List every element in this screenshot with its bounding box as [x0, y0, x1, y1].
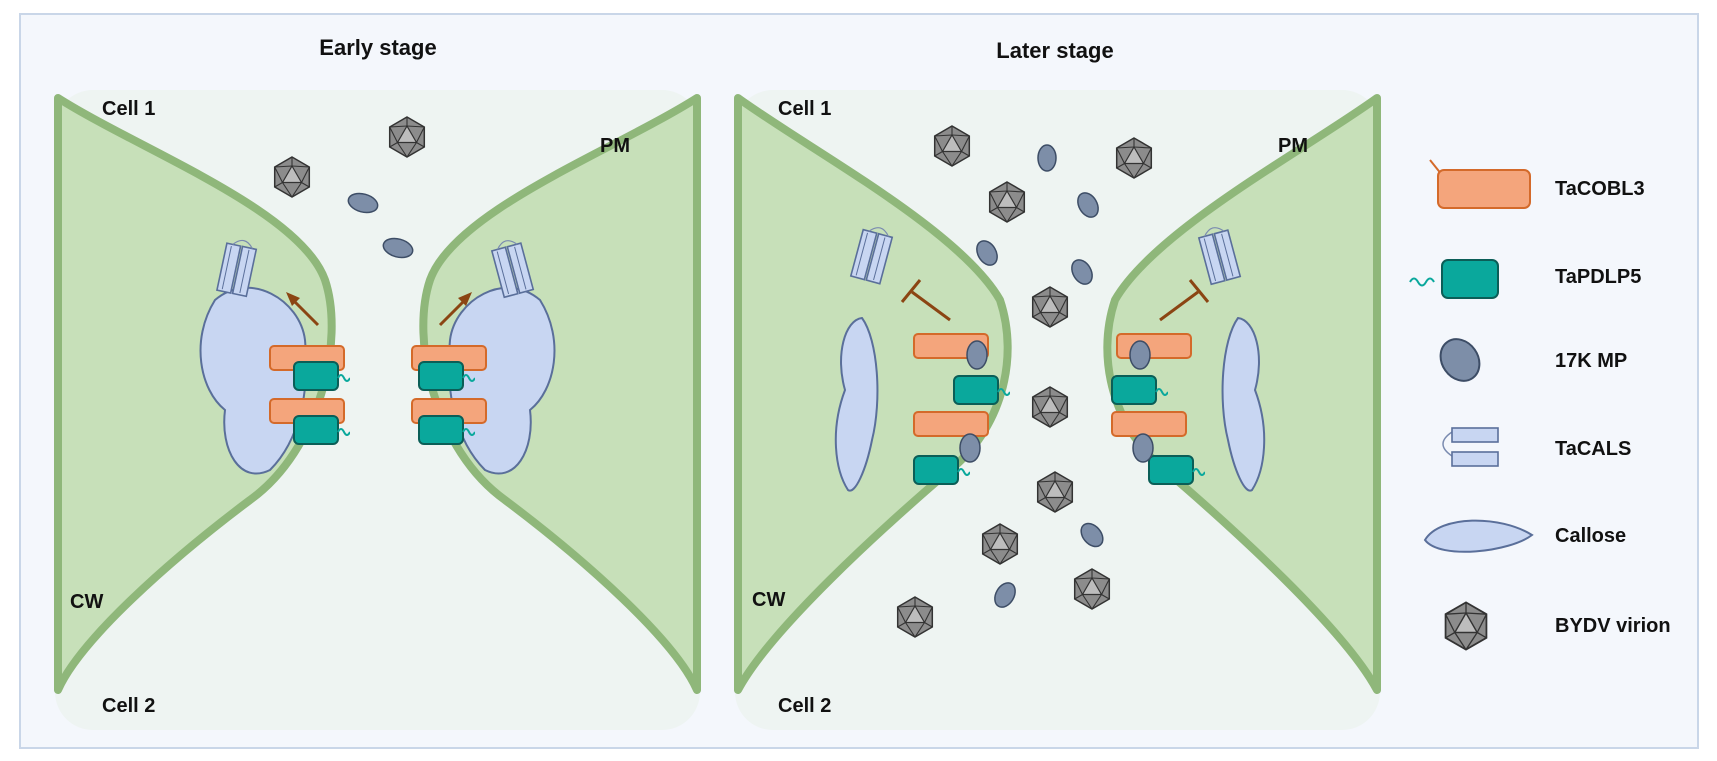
17k-mp-icon — [1439, 338, 1481, 382]
tapdlp5-icon-tail — [1409, 277, 1435, 287]
later-pm-label: PM — [1278, 135, 1308, 157]
early-stage-title: Early stage — [319, 35, 436, 60]
legend-item-17k-mp: 17K MP — [1439, 338, 1627, 382]
early-callose-left — [199, 286, 308, 475]
legend-item-tacobl3: TaCOBL3 — [1429, 159, 1645, 209]
tacals-icon-lower — [1451, 451, 1499, 467]
early-arrow-right — [438, 298, 467, 327]
legend-item-bydv-virion: BYDV virion — [1444, 601, 1671, 651]
legend-item-tacals: TaCALS — [1442, 427, 1631, 467]
early-cell2-label: Cell 2 — [102, 695, 155, 717]
tacobl3-icon — [1437, 169, 1531, 209]
later-17k-mp-left-2 — [959, 433, 981, 463]
later-tacobl3-right-2 — [1111, 411, 1187, 437]
later-17k-mp-5 — [1080, 522, 1104, 548]
later-cw-label: CW — [752, 589, 785, 611]
later-stage-panel: Later stage Cell 1 Cell 2 PM CW — [734, 38, 1381, 730]
callose-icon — [1423, 519, 1534, 553]
later-inhibit-right — [1159, 290, 1199, 322]
early-stage-panel: Early stage Cell 1 Cell 2 PM CW — [54, 35, 701, 730]
later-17k-mp-2 — [1077, 192, 1099, 218]
legend-label-17k-mp: 17K MP — [1555, 350, 1627, 372]
later-tacobl3-right-1 — [1116, 333, 1192, 359]
later-cell2-label: Cell 2 — [778, 695, 831, 717]
later-17k-mp-left-1 — [966, 340, 988, 370]
tacals-icon-loop — [1442, 431, 1453, 457]
early-cell1-label: Cell 1 — [102, 98, 155, 120]
legend: TaCOBL3 TaPDLP5 17K MP TaCALS Callose B — [1409, 159, 1671, 651]
later-17k-mp-right-1 — [1129, 340, 1151, 370]
later-stage-title: Later stage — [996, 38, 1113, 63]
later-17k-mp-3 — [976, 240, 998, 266]
early-arrow-left — [291, 298, 320, 327]
later-17k-mp-4 — [1071, 259, 1093, 285]
tacals-icon — [1451, 427, 1499, 443]
legend-item-tapdlp5: TaPDLP5 — [1409, 259, 1641, 299]
early-callose-right — [447, 286, 556, 475]
legend-item-callose: Callose — [1423, 519, 1626, 553]
later-17k-mp-right-2 — [1132, 433, 1154, 463]
later-inhibit-left — [911, 290, 951, 322]
later-inhibit-right-bar — [1188, 279, 1210, 303]
later-cell1-label: Cell 1 — [778, 98, 831, 120]
legend-label-tacals: TaCALS — [1555, 438, 1631, 460]
tapdlp5-icon — [1441, 259, 1499, 299]
later-tacobl3-left-2 — [913, 411, 989, 437]
later-inhibit-left-bar — [900, 279, 922, 303]
legend-label-tacobl3: TaCOBL3 — [1555, 178, 1645, 200]
legend-label-callose: Callose — [1555, 525, 1626, 547]
legend-label-bydv-virion: BYDV virion — [1555, 615, 1671, 637]
later-callose-right — [1221, 316, 1266, 492]
later-17k-mp-1 — [1037, 144, 1057, 172]
early-pm-label: PM — [600, 135, 630, 157]
early-cw-label: CW — [70, 591, 103, 613]
early-arrow-right-head — [458, 292, 472, 306]
early-17k-mp-1 — [347, 192, 379, 214]
early-17k-mp-2 — [382, 237, 414, 259]
later-17k-mp-6 — [994, 582, 1016, 608]
later-callose-left — [834, 316, 879, 492]
early-arrow-left-head — [286, 292, 300, 306]
legend-label-tapdlp5: TaPDLP5 — [1555, 266, 1641, 288]
